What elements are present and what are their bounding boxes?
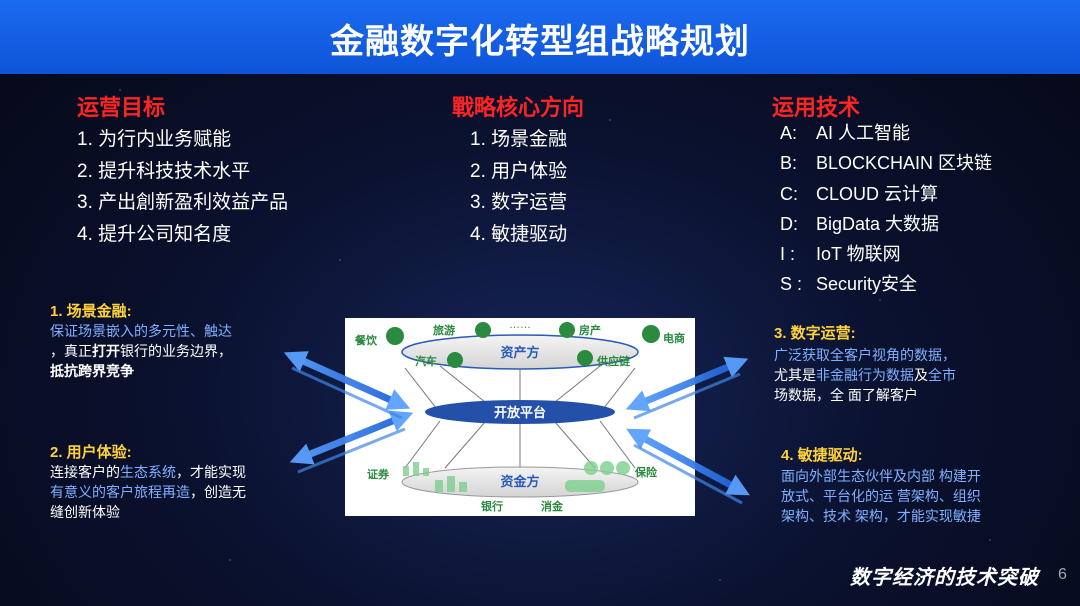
node-label: 汽车 bbox=[415, 354, 437, 368]
user-experience-text: 连接客户的生态系统，才能实现 有意义的客户旅程再造，创造无 缝创新体验 bbox=[50, 462, 246, 522]
list-item: 3. 产出創新盈利效益产品 bbox=[77, 192, 289, 213]
travel-icon bbox=[475, 322, 491, 338]
open-platform-ellipse bbox=[425, 400, 615, 424]
text-span: 生态系统 bbox=[120, 464, 176, 480]
list-item: 2. 用户体验 bbox=[470, 160, 568, 182]
text-line: 广泛获取全客户视角的数据， bbox=[774, 347, 956, 363]
text-span: 非金融行为数据 bbox=[816, 367, 914, 383]
tech-key: C: bbox=[780, 183, 798, 204]
list-item: C: CLOUD 云计算 bbox=[780, 179, 992, 209]
text-line: 有意义的客户旅程再造，创造无 bbox=[50, 482, 246, 502]
tech-key: S : bbox=[780, 274, 803, 295]
tech-value: IoT 物联网 bbox=[816, 244, 901, 265]
tech-value: AI 人工智能 bbox=[816, 123, 911, 143]
more-dots: …… bbox=[509, 319, 531, 331]
scene-finance-text: 保证场景嵌入的多元性、触达 ，真正打开银行的业务边界， 抵抗跨界竞争 bbox=[50, 321, 232, 381]
page-number: 6 bbox=[1058, 566, 1067, 583]
agile-drive-text: 面向外部生态伙伴及内部 构建开 放式、平台化的运 营架构、组织 架构、技术 架构… bbox=[781, 466, 981, 526]
tech-key: A: bbox=[780, 123, 798, 143]
list-item: 3. 数字运营 bbox=[470, 192, 568, 213]
text-line: 连接客户的生态系统，才能实现 bbox=[50, 462, 246, 482]
goals-list: 1. 为行内业务赋能 2. 提升科技技术水平 3. 产出創新盈利效益产品 4. … bbox=[77, 124, 288, 250]
node-label: 餐饮 bbox=[354, 333, 378, 347]
tech-key: B: bbox=[780, 153, 798, 174]
text-span: 全市 bbox=[928, 367, 956, 383]
user-experience-heading: 2. 用户体验: bbox=[50, 444, 132, 461]
list-item: 4. 提升公司知名度 bbox=[77, 223, 232, 245]
text-line: 面向外部生态伙伴及内部 构建开 bbox=[781, 468, 981, 484]
open-platform-label: 开放平台 bbox=[494, 405, 546, 420]
tech-list: A: AI 人工智能 B: BLOCKCHAIN 区块链 C: CLOUD 云计算 D… bbox=[780, 118, 992, 300]
tech-heading: 运用技术 bbox=[772, 95, 861, 120]
list-item: I : IoT 物联网 bbox=[780, 239, 992, 269]
tech-value: BLOCKCHAIN 区块链 bbox=[816, 153, 993, 174]
digital-ops-text: 广泛获取全客户视角的数据， 尤其是非金融行为数据及全市 场数据，全 面了解客户 bbox=[774, 345, 956, 405]
list-item: S : Security安全 bbox=[780, 269, 992, 299]
list-item: 2. 提升科技技术水平 bbox=[77, 160, 251, 182]
shopping-cart-icon bbox=[642, 325, 660, 343]
text-span: 及 bbox=[914, 367, 928, 383]
strategy-list: 1. 场景金融 2. 用户体验 3. 数字运营 4. 敏捷驱动 bbox=[470, 124, 567, 250]
list-item: 1. 为行内业务赋能 bbox=[77, 129, 232, 150]
node-label: 证券 bbox=[367, 467, 390, 481]
node-label: 消金 bbox=[541, 499, 564, 513]
text-span: 有意义的客户旅程再造 bbox=[50, 484, 190, 500]
tech-key: I : bbox=[780, 244, 796, 265]
node-label: 房产 bbox=[579, 323, 601, 337]
text-span: 架构、技术 架构，才能实现敏捷 bbox=[781, 508, 981, 524]
tech-value: Security安全 bbox=[816, 274, 918, 295]
text-line: 尤其是非金融行为数据及全市 bbox=[774, 365, 956, 385]
text-span: ，才能实现 bbox=[176, 464, 246, 480]
open-platform-diagram: 资产方 资金方 开放平台 …… 餐饮 旅游 房产 电商 汽车 供应链 bbox=[345, 318, 695, 516]
list-item: A: AI 人工智能 bbox=[780, 118, 992, 148]
text-span: 打开 bbox=[92, 343, 120, 359]
node-label: 保险 bbox=[634, 465, 658, 479]
list-item: B: BLOCKCHAIN 区块链 bbox=[780, 148, 992, 178]
node-label: 电商 bbox=[663, 331, 685, 345]
title-bar bbox=[0, 0, 1080, 74]
text-span: ，创造无 bbox=[190, 484, 246, 500]
text-line: 场数据，全 面了解客户 bbox=[774, 387, 918, 403]
supply-chain-icon bbox=[577, 350, 593, 366]
list-item: D: BigData 大数据 bbox=[780, 209, 992, 239]
list-item: 4. 敏捷驱动 bbox=[470, 223, 568, 245]
strategy-heading: 戰略核心方向 bbox=[452, 95, 585, 120]
text-span: ，真正 bbox=[50, 343, 92, 359]
footer-brand-logo: 数字经济的技术突破 bbox=[850, 567, 1039, 589]
text-span: 银行的业务边界， bbox=[120, 343, 232, 359]
restaurant-icon bbox=[386, 327, 404, 345]
node-label: 旅游 bbox=[433, 323, 455, 337]
slide-title: 金融数字化转型组战略规划 bbox=[330, 23, 750, 61]
text-line: 缝创新体验 bbox=[50, 504, 120, 520]
tech-value: BigData 大数据 bbox=[816, 213, 940, 234]
goals-heading: 运营目标 bbox=[77, 95, 166, 120]
tech-value: CLOUD 云计算 bbox=[816, 183, 939, 204]
agile-drive-heading: 4. 敏捷驱动: bbox=[781, 447, 863, 464]
text-line: 保证场景嵌入的多元性、触达 bbox=[50, 323, 232, 339]
text-line: ，真正打开银行的业务边界， bbox=[50, 341, 232, 361]
text-span: 尤其是 bbox=[774, 367, 816, 383]
car-icon bbox=[447, 352, 463, 368]
text-line: 架构、技术 架构，才能实现敏捷 bbox=[781, 506, 981, 526]
diagram-svg: 资产方 资金方 开放平台 …… 餐饮 旅游 房产 电商 汽车 供应链 bbox=[354, 319, 685, 513]
digital-ops-heading: 3. 数字运营: bbox=[774, 325, 856, 342]
house-icon bbox=[559, 322, 575, 338]
capital-side-label: 资金方 bbox=[500, 474, 539, 489]
scene-finance-heading: 1. 场景金融: bbox=[50, 303, 132, 320]
text-line: 放式、平台化的运 营架构、组织 bbox=[781, 488, 981, 504]
node-label: 银行 bbox=[481, 499, 503, 513]
node-label: 供应链 bbox=[596, 354, 631, 368]
text-line: 抵抗跨界竞争 bbox=[50, 363, 134, 379]
asset-side-label: 资产方 bbox=[500, 345, 539, 360]
tech-key: D: bbox=[780, 213, 798, 234]
text-span: 连接客户的 bbox=[50, 464, 120, 480]
list-item: 1. 场景金融 bbox=[470, 129, 568, 150]
